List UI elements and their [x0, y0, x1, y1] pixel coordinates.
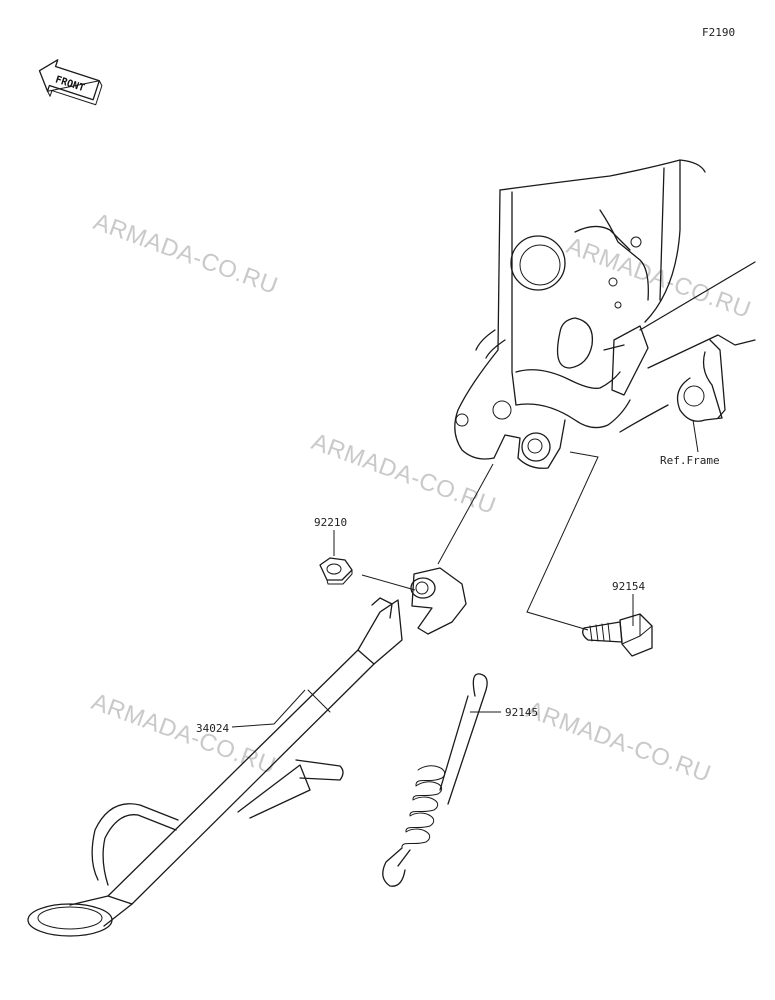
- part-number-label: 34024: [196, 722, 229, 735]
- part-number-label: 92145: [505, 706, 538, 719]
- leader-lines: [231, 419, 699, 728]
- part-labels: 92210 92154 34024 92145 Ref.Frame: [196, 454, 720, 735]
- side-stand-34024: [27, 567, 467, 937]
- watermark-text: ARMADA-CO.RU: [88, 688, 280, 780]
- watermark-text: ARMADA-CO.RU: [563, 232, 755, 324]
- frame-outline: [454, 159, 756, 469]
- reference-label: Ref.Frame: [660, 454, 720, 467]
- watermark-text: ARMADA-CO.RU: [523, 696, 715, 788]
- spring-92145: [382, 673, 488, 887]
- front-label: FRONT: [54, 74, 86, 94]
- front-arrow-icon: FRONT: [38, 59, 103, 106]
- nut-92210: [319, 557, 353, 585]
- bolt-92154: [582, 613, 653, 657]
- watermark-text: ARMADA-CO.RU: [90, 208, 282, 300]
- watermarks: ARMADA-CO.RU ARMADA-CO.RU ARMADA-CO.RU A…: [88, 208, 755, 788]
- watermark-text: ARMADA-CO.RU: [308, 428, 500, 520]
- figure-code: F2190: [702, 26, 735, 39]
- part-number-label: 92210: [314, 516, 347, 529]
- part-number-label: 92154: [612, 580, 645, 593]
